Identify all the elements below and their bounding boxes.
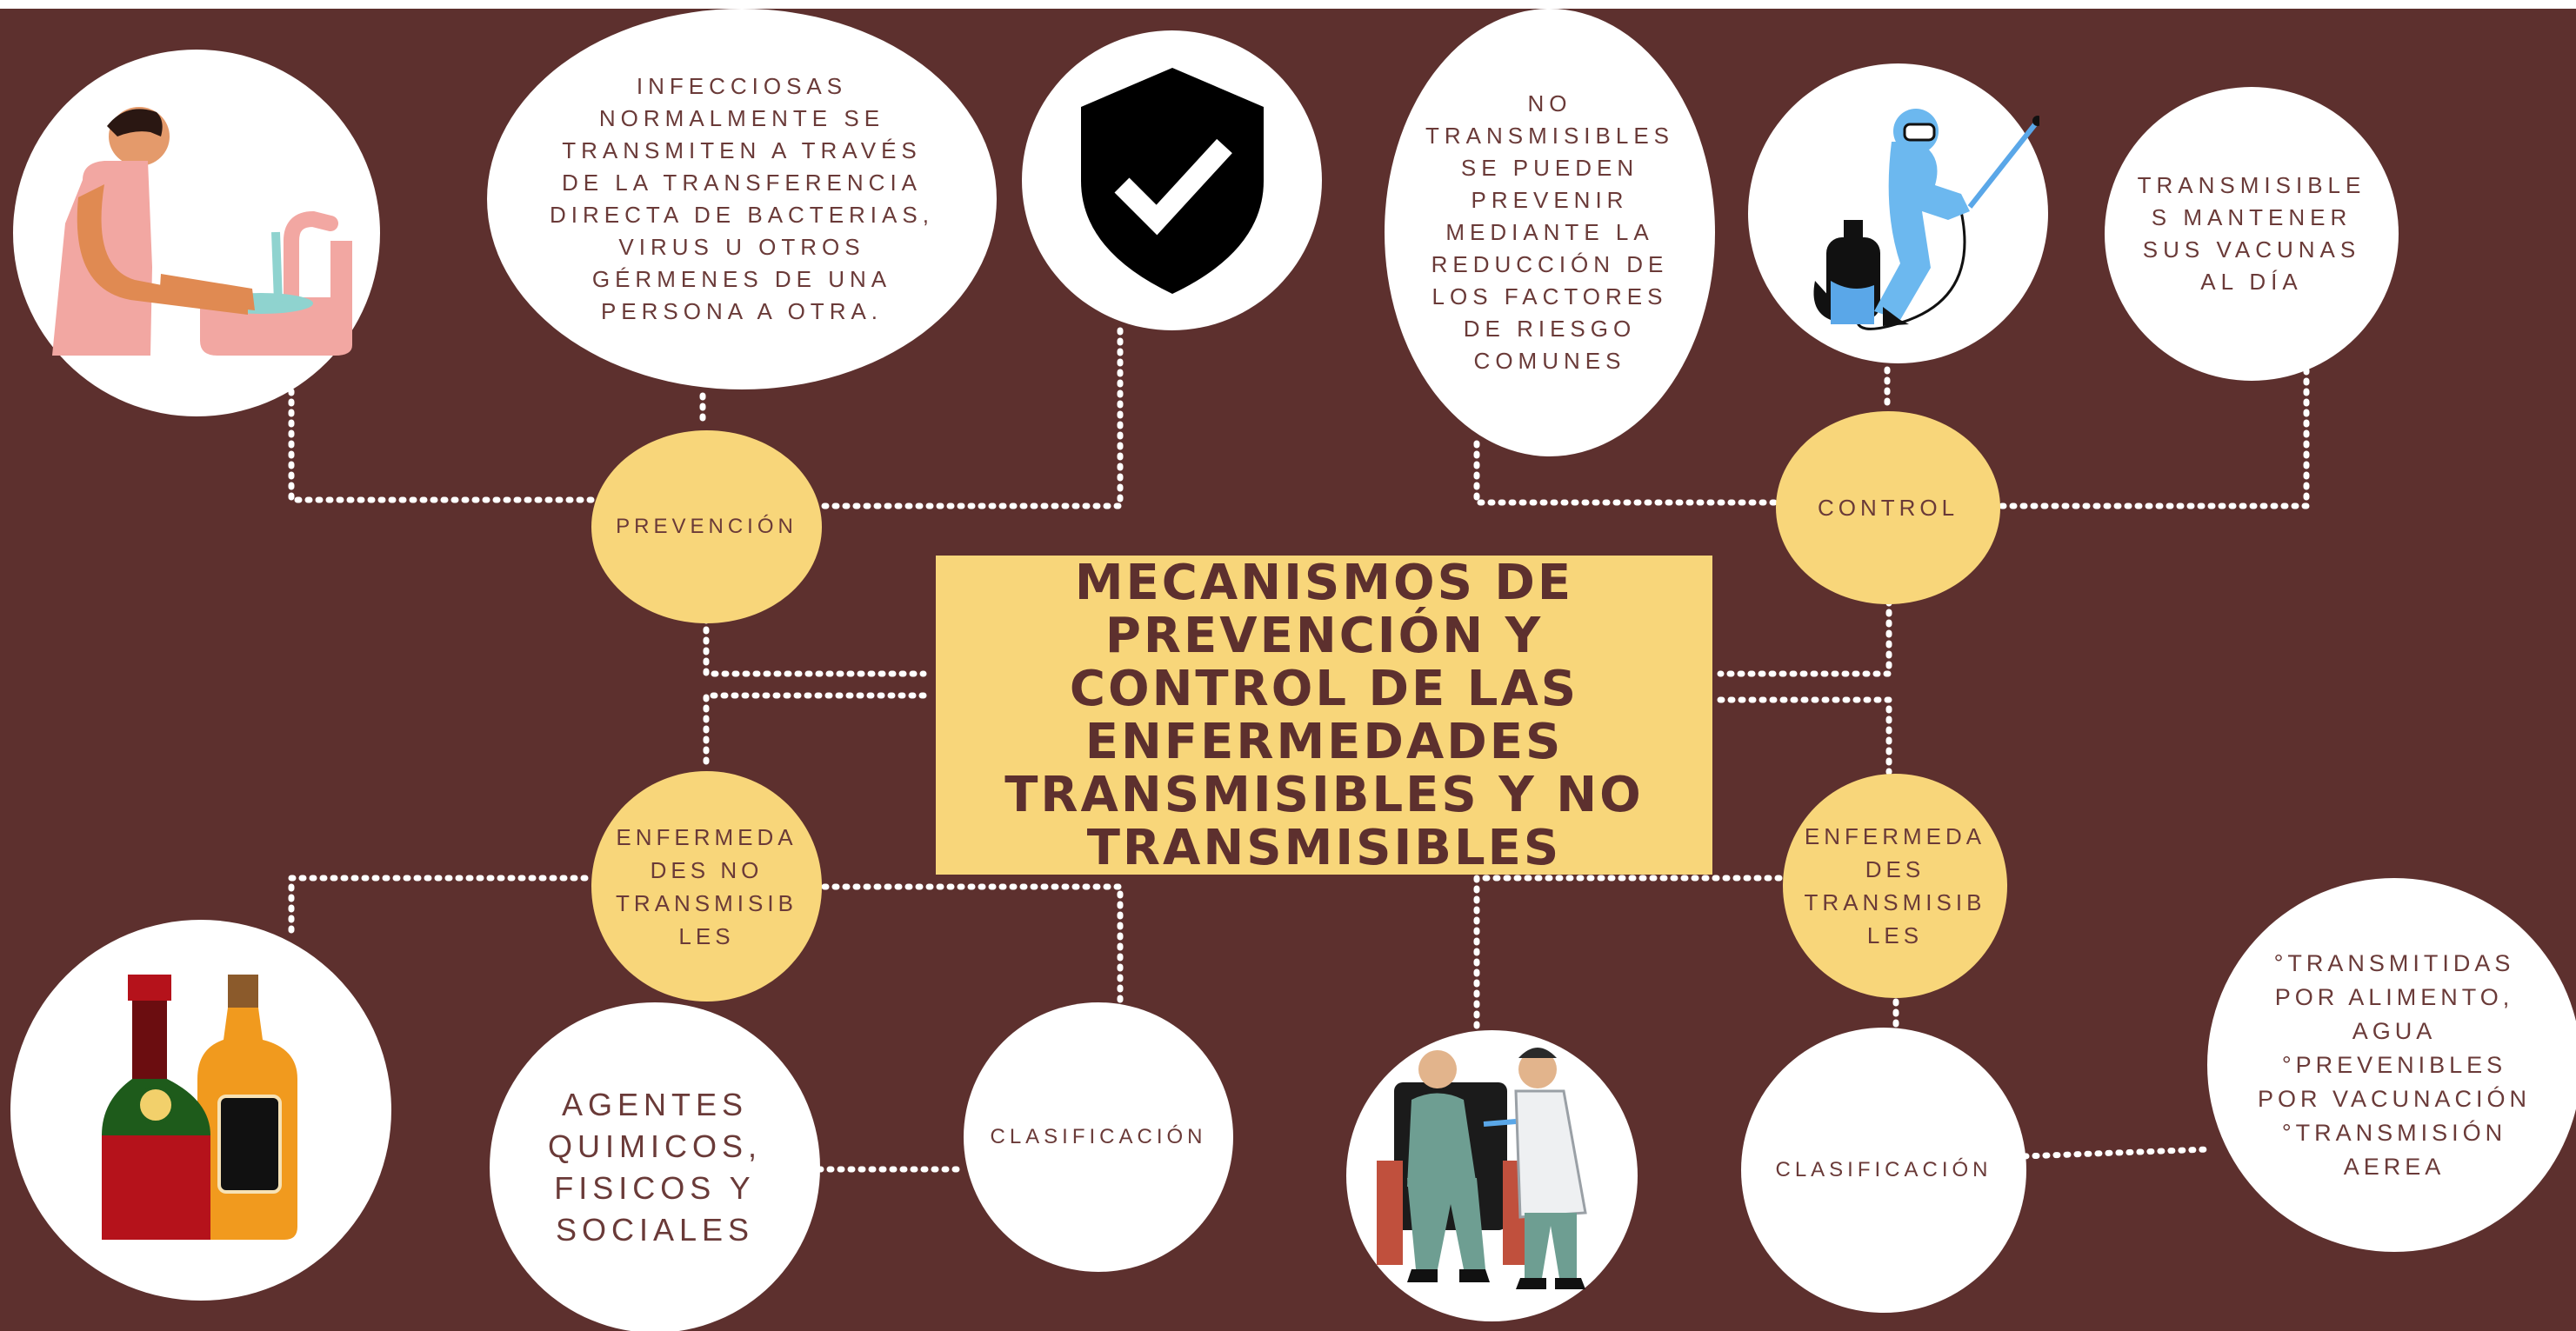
clasificacion-right-text: CLASIFICACIÓN bbox=[1775, 1158, 1992, 1181]
no-transmisibles-prevenir-node: NO TRANSMISIBLES SE PUEDEN PREVENIR MEDI… bbox=[1385, 9, 1715, 456]
connector-bottles-nodes bbox=[288, 875, 595, 934]
shield-node bbox=[1022, 30, 1322, 330]
no-transmisibles-prevenir-text: NO TRANSMISIBLES SE PUEDEN PREVENIR MEDI… bbox=[1425, 90, 1675, 374]
transmisibles-hub: ENFERMEDA DES TRANSMISIB LES bbox=[1783, 774, 2007, 998]
disinfection-sprayer-icon bbox=[1813, 109, 2039, 330]
clasificacion-left-text: CLASIFICACIÓN bbox=[990, 1125, 1207, 1148]
infecciosas-text: INFECCIOSAS NORMALMENTE SE TRANSMITEN A … bbox=[550, 73, 934, 324]
vaccination-icon bbox=[1377, 1048, 1587, 1289]
page-title: MECANISMOS DE PREVENCIÓN Y CONTROL DE LA… bbox=[1004, 554, 1644, 876]
connector-title-transmisibles bbox=[1717, 696, 1892, 775]
handwashing-node bbox=[13, 50, 380, 416]
connector-clasificacion-transmitidas bbox=[2021, 1146, 2212, 1160]
connector-title-nodes bbox=[703, 692, 927, 773]
connector-prevencion-title bbox=[703, 616, 927, 677]
connector-handwash-prevencion bbox=[288, 388, 595, 503]
no-transmisibles-hub: ENFERMEDA DES NO TRANSMISIB LES bbox=[591, 771, 822, 1002]
transmisibles-vacunas-text: TRANSMISIBLE S MANTENER SUS VACUNAS AL D… bbox=[2137, 172, 2366, 295]
shield-check-icon bbox=[1080, 67, 1264, 294]
mind-map-canvas: INFECCIOSAS NORMALMENTE SE TRANSMITEN A … bbox=[0, 9, 2576, 1331]
dotted-connectors bbox=[288, 318, 2310, 1173]
clasificacion-left-node: CLASIFICACIÓN bbox=[964, 1002, 1233, 1272]
control-label: CONTROL bbox=[1817, 494, 1959, 521]
clasificacion-right-node: CLASIFICACIÓN bbox=[1741, 1028, 2026, 1313]
handwashing-icon bbox=[52, 107, 352, 356]
agentes-node: AGENTES QUIMICOS, FISICOS Y SOCIALES bbox=[490, 1002, 820, 1331]
sprayer-node bbox=[1748, 63, 2048, 363]
connector-noprev-control bbox=[1473, 440, 1779, 506]
alcohol-bottles-icon bbox=[102, 975, 297, 1240]
agentes-text: AGENTES QUIMICOS, FISICOS Y SOCIALES bbox=[547, 1087, 762, 1248]
title-box: MECANISMOS DE PREVENCIÓN Y CONTROL DE LA… bbox=[936, 556, 1712, 875]
connector-control-vacunas bbox=[1999, 366, 2310, 509]
transmisibles-label: ENFERMEDA DES TRANSMISIB LES bbox=[1804, 823, 1986, 948]
connector-control-title bbox=[1717, 598, 1892, 677]
transmitidas-text: °TRANSMITIDAS POR ALIMENTO, AGUA °PREVEN… bbox=[2257, 949, 2532, 1180]
transmisibles-vacunas-node: TRANSMISIBLE S MANTENER SUS VACUNAS AL D… bbox=[2105, 87, 2399, 381]
no-transmisibles-label: ENFERMEDA DES NO TRANSMISIB LES bbox=[616, 823, 797, 949]
infecciosas-node: INFECCIOSAS NORMALMENTE SE TRANSMITEN A … bbox=[487, 9, 997, 389]
connector-prevencion-shield bbox=[821, 318, 1124, 509]
transmitidas-node: °TRANSMITIDAS POR ALIMENTO, AGUA °PREVEN… bbox=[2207, 878, 2576, 1252]
vaccination-node bbox=[1346, 1030, 1638, 1321]
connector-nodes-clasificacion bbox=[821, 883, 1124, 1003]
connector-vaccination-transmisibles bbox=[1473, 875, 1785, 1029]
prevencion-hub: PREVENCIÓN bbox=[591, 430, 822, 623]
bottles-node bbox=[10, 920, 391, 1301]
control-hub: CONTROL bbox=[1776, 411, 2000, 604]
prevencion-label: PREVENCIÓN bbox=[616, 515, 797, 538]
